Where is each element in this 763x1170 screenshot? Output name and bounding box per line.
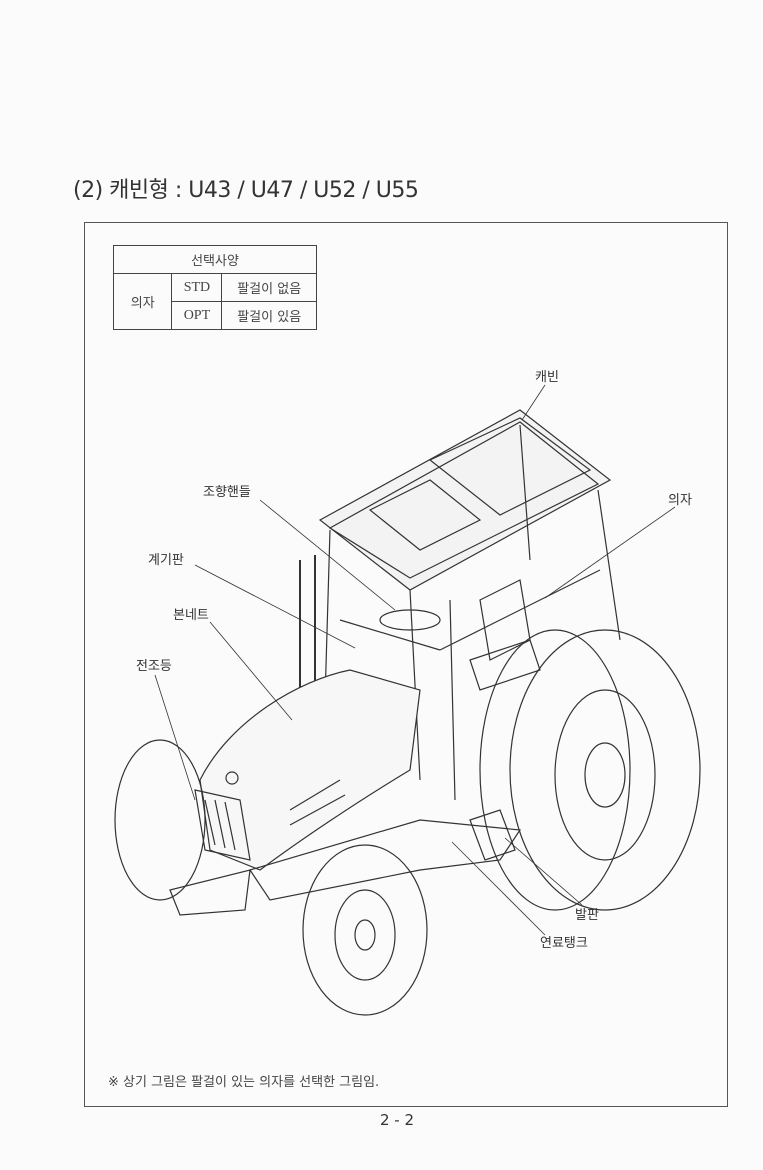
leader-step [504, 837, 583, 906]
leader-fuel-tank [451, 841, 546, 936]
callout-steering: 조향핸들 [203, 485, 251, 500]
callout-dashboard: 계기판 [148, 553, 184, 568]
callout-step: 발판 [575, 908, 599, 923]
option-desc: 팔걸이 있음 [221, 301, 317, 330]
leader-bonnet [209, 621, 293, 721]
option-code: OPT [171, 301, 223, 330]
section-title: (2) 캐빈형 : U43 / U47 / U52 / U55 [73, 178, 419, 203]
leader-steering [259, 499, 396, 611]
option-code: STD [171, 273, 223, 302]
leader-seat [544, 506, 676, 599]
options-table: 선택사양 의자 STD 팔걸이 없음 OPT 팔걸이 있음 [112, 245, 317, 330]
options-row-label: 의자 [112, 273, 173, 330]
callout-cabin: 캐빈 [535, 370, 559, 385]
callout-fuel-tank: 연료탱크 [540, 936, 588, 951]
callout-headlight: 전조등 [136, 659, 172, 674]
callout-seat: 의자 [668, 493, 692, 508]
leader-headlight [154, 674, 196, 801]
leader-dashboard [194, 564, 356, 649]
page-number: 2 - 2 [380, 1111, 415, 1129]
figure-frame [84, 222, 728, 1107]
leader-cabin [521, 384, 546, 421]
callout-bonnet: 본네트 [173, 608, 209, 623]
figure-note: ※ 상기 그림은 팔걸이 있는 의자를 선택한 그림임. [108, 1075, 380, 1090]
